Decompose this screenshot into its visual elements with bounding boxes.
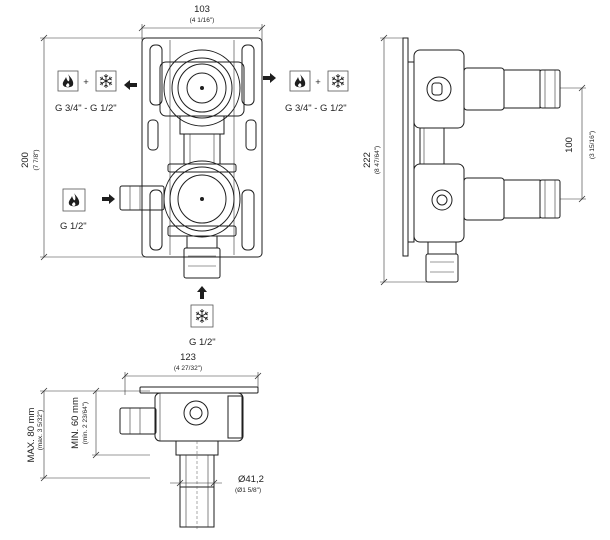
outlet-left-label: G 3/4" - G 1/2" [55, 103, 117, 114]
arrow-icon [102, 194, 115, 204]
bottom-width-mm: 123 [180, 352, 196, 363]
outlet-right-label: G 3/4" - G 1/2" [285, 103, 347, 114]
arrow-icon [197, 286, 207, 299]
upper-valve-body [159, 49, 245, 165]
side-spacing-in: (3 15/16") [589, 131, 596, 159]
arrow-icon [263, 73, 276, 83]
front-width-mm: 103 [194, 4, 210, 15]
cold-inlet-icons: G 1/2" [189, 286, 216, 348]
hot-inlet-icons: G 1/2" [60, 188, 115, 232]
min-depth-label: MIN. 60 mm [70, 397, 81, 449]
side-height-mm: 222 [362, 152, 373, 168]
outlet-right-icons: + G 3/4" - G 1/2" [263, 70, 349, 114]
hot-inlet-label: G 1/2" [60, 221, 87, 232]
bottom-width-in: (4 27/32") [174, 365, 202, 372]
max-depth-in: (max. 3 5/32") [37, 410, 44, 451]
side-height-in: (8 47/64") [374, 146, 381, 174]
max-depth-label: MAX. 80 mm [26, 407, 37, 462]
arrow-icon [124, 80, 137, 90]
plus-sign: + [83, 77, 89, 88]
front-view: 103 (4 1/16") 200 (7 7/8") [20, 4, 349, 348]
side-spacing-mm: 100 [564, 137, 575, 153]
lower-valve-body [119, 160, 241, 279]
front-height-in: (7 7/8") [33, 149, 40, 170]
plus-sign: + [315, 77, 321, 88]
bottom-view: 123 (4 27/32") MAX. 80 mm (max. 3 5/32")… [26, 352, 264, 530]
front-width-in: (4 1/16") [190, 17, 215, 24]
diameter-in: (Ø1 5/8") [235, 487, 261, 494]
outlet-left-icons: + G 3/4" - G 1/2" [55, 70, 137, 114]
min-depth-in: (min. 2 23/64") [82, 402, 89, 444]
front-height-mm: 200 [20, 152, 31, 168]
side-view: 222 (8 47/64") 100 (3 15/16") [362, 34, 596, 286]
cold-inlet-label: G 1/2" [189, 337, 216, 348]
diameter-mm: Ø41,2 [238, 474, 264, 485]
